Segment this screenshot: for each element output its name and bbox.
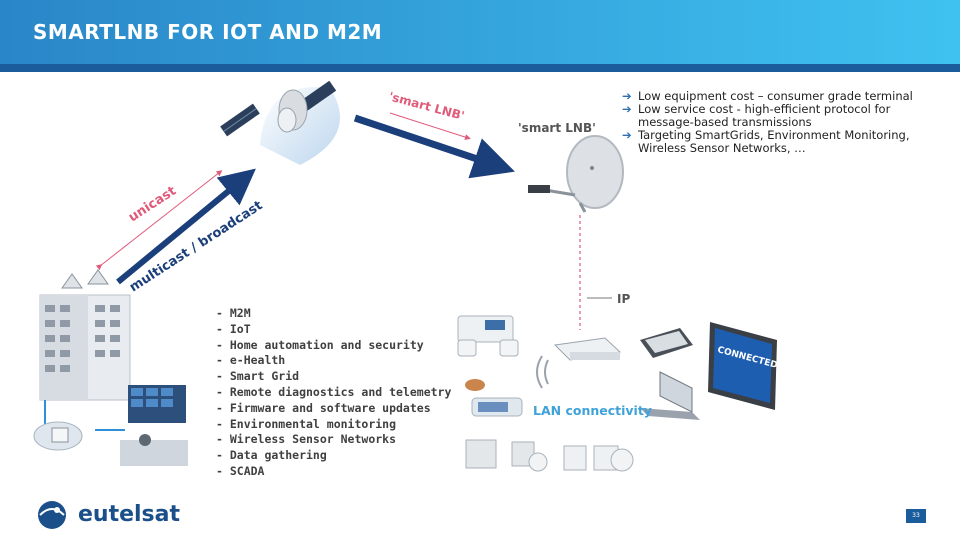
unicast-arrow — [95, 170, 223, 271]
list-item: - e-Health — [216, 353, 286, 368]
list-item: - Firmware and software updates — [216, 400, 431, 415]
list-item: - Environmental monitoring — [216, 416, 397, 431]
page-number: 33 — [906, 509, 926, 523]
satellite-dish-icon — [528, 135, 624, 213]
unicast-label: unicast — [126, 184, 179, 226]
satellite-icon — [220, 80, 340, 165]
tablet-icon — [640, 328, 693, 358]
bullet-list: ➔ Low equipment cost – consumer grade ter… — [622, 90, 942, 155]
heater-icon — [465, 379, 485, 391]
eutelsat-logo-icon — [38, 501, 66, 529]
arrow-icon: ➔ — [622, 89, 632, 103]
meters-row — [465, 439, 634, 472]
page-title: SMARTLNB FOR IOT AND M2M — [33, 20, 383, 44]
sensor-icon — [457, 339, 519, 357]
brand-name: eutelsat — [78, 502, 181, 527]
downlink-arrow — [353, 114, 515, 179]
bullet-text: Targeting SmartGrids, Environment Monito… — [638, 128, 910, 155]
list-item: - Smart Grid — [216, 369, 300, 384]
list-item: - Data gathering — [216, 448, 327, 463]
bullet-item: ➔ Low service cost - high-efficient proto… — [622, 103, 942, 129]
arrow-lnb-label: 'smart LNB' — [387, 89, 466, 123]
title-banner: SMARTLNB FOR IOT AND M2M — [0, 0, 960, 64]
services-list: - M2M - IoT - Home automation and securi… — [216, 306, 451, 480]
bullet-item: ➔ Targeting SmartGrids, Environment Monit… — [622, 129, 942, 155]
list-item: - SCADA — [216, 463, 265, 478]
list-item: - Remote diagnostics and telemetry — [216, 384, 452, 399]
arrow-icon: ➔ — [622, 102, 632, 116]
connected-tv-icon: CONNECTED TV — [708, 322, 794, 410]
bullet-text: Low service cost - high-efficient protoc… — [638, 102, 891, 129]
router-icon — [553, 337, 622, 361]
building-icon — [39, 269, 131, 401]
laptop-icon — [640, 371, 700, 420]
lan-connectivity-label: LAN connectivity — [533, 403, 652, 418]
header-underline — [0, 64, 960, 72]
arrow-icon: ➔ — [622, 128, 632, 142]
cloud-icon — [33, 421, 83, 451]
dish-lnb-label: 'smart LNB' — [518, 121, 596, 135]
bullet-item: ➔ Low equipment cost – consumer grade ter… — [622, 90, 942, 103]
bullet-text: Low equipment cost – consumer grade term… — [638, 89, 913, 103]
security-panel-icon — [457, 315, 514, 343]
smart-lnb-arrow — [389, 112, 471, 140]
list-item: - M2M — [216, 306, 251, 320]
thermostat-icon — [471, 397, 523, 417]
list-item: - IoT — [216, 321, 251, 336]
wifi-icon — [536, 355, 549, 389]
list-item: - Home automation and security — [216, 337, 424, 352]
control-room-icon — [120, 385, 188, 466]
list-item: - Wireless Sensor Networks — [216, 432, 397, 447]
ip-label: IP — [617, 292, 631, 306]
